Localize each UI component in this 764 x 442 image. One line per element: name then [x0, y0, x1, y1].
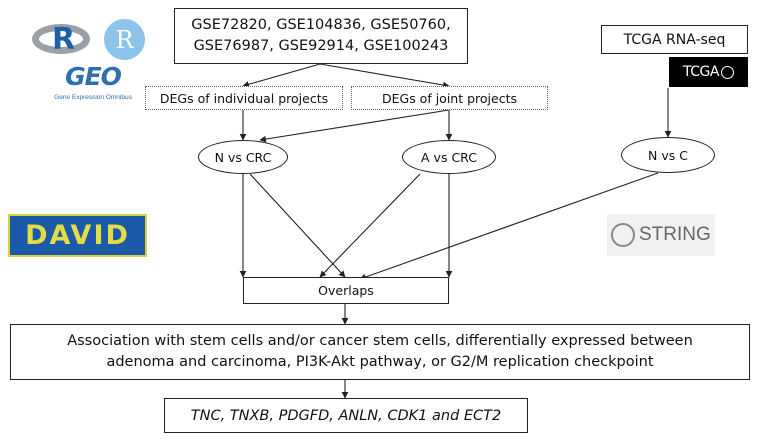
n-vs-c-label: N vs C: [648, 147, 688, 163]
overlaps-label: Overlaps: [318, 283, 374, 298]
genes-label: TNC, TNXB, PDGFD, ANLN, CDK1 and ECT2: [190, 407, 502, 424]
arrow-acrc-diag-to-overlaps: [319, 173, 421, 278]
degs-joint-label: DEGs of joint projects: [381, 90, 517, 106]
david-logo-text: DAVID: [25, 220, 130, 251]
n-vs-crc-ellipse: N vs CRC: [198, 140, 288, 174]
r-ring-shape: [32, 24, 90, 54]
network-icon: [611, 223, 635, 247]
datasets-line-1: GSE72820, GSE104836, GSE50760,: [191, 17, 451, 33]
association-line-2: adenoma and carcinoma, PI3K-Akt pathway,…: [106, 354, 654, 370]
genes-box: TNC, TNXB, PDGFD, ANLN, CDK1 and ECT2: [164, 398, 528, 433]
tcga-rnaseq-label: TCGA RNA-seq: [623, 31, 726, 48]
r-circle-logo: R: [104, 19, 145, 60]
datasets-line-2: GSE76987, GSE92914, GSE100243: [193, 38, 449, 54]
r-logo-letter: R: [52, 22, 76, 57]
arrow-ncrc-diag-to-overlaps: [249, 173, 346, 278]
n-vs-c-ellipse: N vs C: [621, 137, 715, 173]
geo-logo-text: GEO: [65, 62, 122, 91]
n-vs-crc-label: N vs CRC: [214, 149, 272, 165]
degs-individual-box: DEGs of individual projects: [145, 86, 343, 110]
r-logo: R: [30, 18, 96, 58]
a-vs-crc-label: A vs CRC: [421, 149, 477, 165]
globe-icon: [720, 65, 734, 79]
tcga-logo-text: TCGA: [683, 64, 719, 80]
degs-joint-box: DEGs of joint projects: [351, 86, 548, 110]
tcga-rnaseq-box: TCGA RNA-seq: [601, 25, 748, 54]
datasets-box: GSE72820, GSE104836, GSE50760, GSE76987,…: [174, 8, 468, 64]
string-logo-text: STRING: [639, 224, 711, 245]
arrow-datasets-to-joint: [319, 63, 450, 89]
a-vs-crc-ellipse: A vs CRC: [402, 140, 496, 174]
tcga-logo: TCGA: [669, 57, 748, 87]
arrow-joint-to-ncrc: [259, 109, 450, 143]
geo-logo: GEO Gene Expression Omnibus: [47, 62, 139, 104]
arrow-nvc-to-overlaps: [359, 172, 659, 281]
arrow-datasets-to-individual: [242, 63, 321, 88]
string-logo: STRING: [607, 214, 715, 256]
association-line-1: Association with stem cells and/or cance…: [67, 333, 693, 349]
geo-logo-subtitle: Gene Expression Omnibus: [54, 94, 132, 101]
overlaps-box: Overlaps: [243, 277, 449, 304]
degs-individual-label: DEGs of individual projects: [159, 90, 329, 106]
david-logo: DAVID: [8, 214, 147, 257]
association-box: Association with stem cells and/or cance…: [10, 324, 750, 380]
